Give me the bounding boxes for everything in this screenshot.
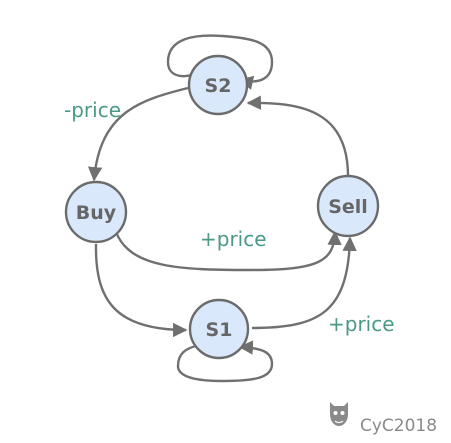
edge-s1-to-sell [251,236,357,330]
edge-label-s2-to-buy: -price [64,98,121,122]
github-octocat-icon [330,402,348,426]
edge-s2-to-buy [87,86,189,182]
edge-buy-to-s1 [94,243,188,338]
watermark: CyC2018 [330,402,437,436]
watermark-text: CyC2018 [360,416,437,436]
edge-label-buy-to-sell: +price [200,227,267,251]
edge-s2-self-loop [166,34,274,90]
node-buy-label: Buy [76,202,117,224]
edge-buy-to-sell [114,230,342,272]
node-buy: Buy [64,180,128,244]
edge-s1-self-loop [176,340,274,383]
node-sell-label: Sell [328,196,368,218]
node-s1: S1 [188,298,250,360]
edge-label-s1-to-sell: +price [328,312,395,336]
node-s2: S2 [187,54,249,116]
node-s1-label: S1 [206,319,233,341]
node-sell: Sell [316,174,380,238]
node-s2-label: S2 [205,75,232,97]
edge-sell-to-s2 [246,95,350,177]
